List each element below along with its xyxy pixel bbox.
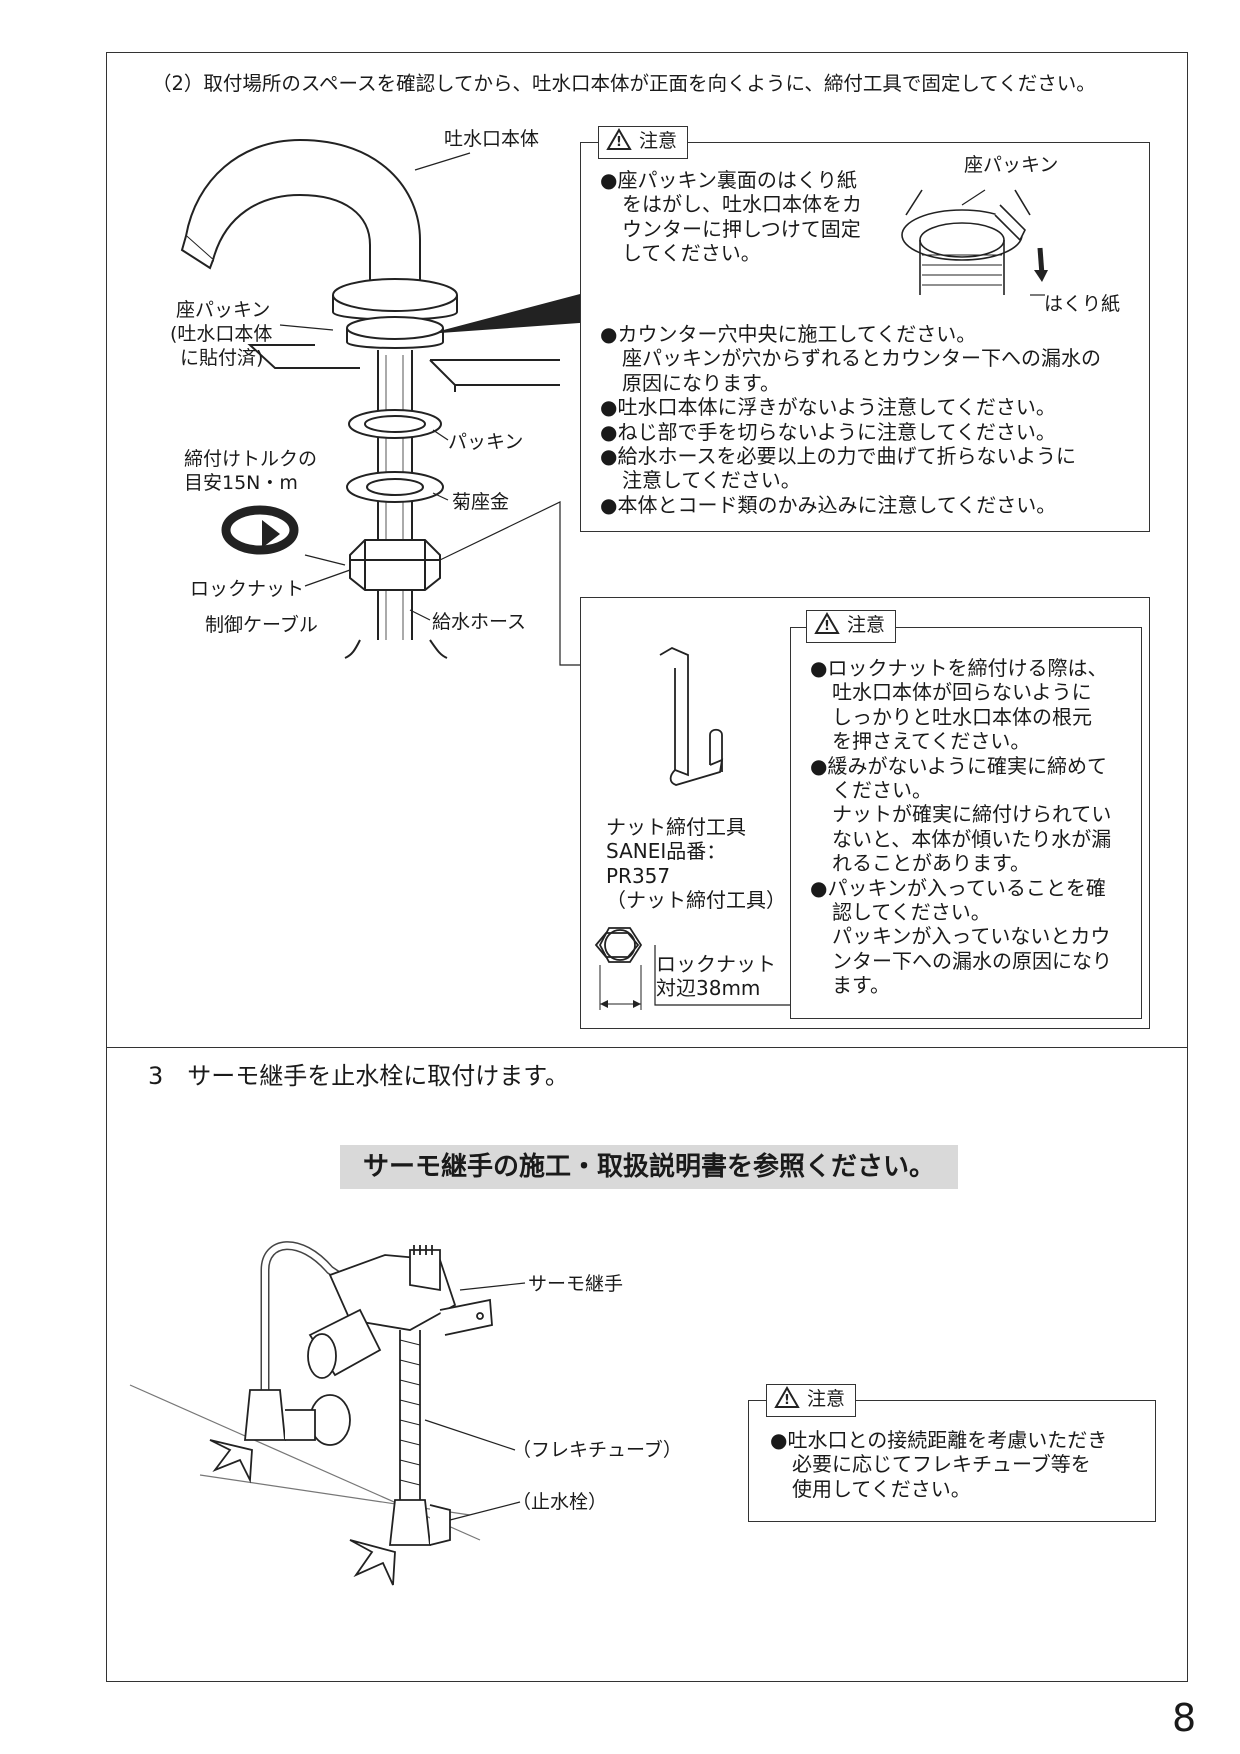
- label-torque-2: 目安15N・m: [184, 472, 298, 494]
- caution1-line: ●給水ホースを必要以上の力で曲げて折らないように: [600, 444, 1077, 469]
- label-stop-valve: （止水栓）: [512, 1491, 608, 1513]
- caution1-line: 座パッキンが穴からずれるとカウンター下への漏水の: [622, 346, 1101, 371]
- caution2-line: 認してください。: [832, 900, 991, 925]
- caution2-line: ナットが確実に締付けられてい: [832, 802, 1112, 827]
- warning-triangle-icon: !: [606, 128, 632, 158]
- tool-line: ナット締付工具: [606, 815, 746, 839]
- warning-triangle-icon: !: [774, 1386, 800, 1416]
- caution3-text: ●吐水口との接続距離を考慮いただき 必要に応じてフレキチューブ等を 使用してくだ…: [770, 1428, 1107, 1501]
- caution-box-3: [748, 1400, 1156, 1522]
- caution1-bottom-text: ●カウンター穴中央に施工してください。 座パッキンが穴からずれるとカウンター下へ…: [600, 322, 1101, 517]
- caution1-line: してください。: [622, 241, 761, 266]
- caution2-line: ンター下への漏水の原因になり: [832, 948, 1112, 973]
- caution-box-2: [790, 627, 1142, 1019]
- caution2-line: ●緩みがないように確実に締めて: [810, 753, 1108, 778]
- section-divider: [106, 1047, 1188, 1048]
- caution2-line: ないと、本体が傾いたり水が漏: [832, 826, 1112, 851]
- caution-tag-3-label: 注意: [807, 1388, 846, 1410]
- label-kikuzagane: 菊座金: [452, 491, 510, 513]
- tool-line: （ナット締付工具）: [606, 888, 786, 913]
- nut-label-line: ロックナット: [656, 952, 776, 976]
- label-seat-packing-2: (吐水口本体: [170, 323, 273, 345]
- caution-tag-1-label: 注意: [639, 130, 678, 152]
- label-torque-1: 締付けトルクの: [184, 448, 318, 470]
- caution-tag-1: ! 注意: [598, 126, 689, 159]
- caution2-line: ●パッキンが入っていることを確: [810, 875, 1106, 900]
- caution1-top-text: ●座パッキン裏面のはくり紙 をはがし、吐水口本体をカ ウンターに押しつけて固定 …: [600, 168, 862, 266]
- caution3-line: 必要に応じてフレキチューブ等を: [792, 1452, 1091, 1477]
- caution1-line: 原因になります。: [622, 370, 780, 395]
- caution-tag-2: ! 注意: [806, 610, 897, 643]
- tool-line: SANEI品番：: [606, 839, 727, 864]
- caution1-line: ●ねじ部で手を切らないように注意してください。: [600, 419, 1056, 444]
- label-cable: 制御ケーブル: [205, 614, 318, 636]
- inset-label-seat-packing: 座パッキン: [964, 154, 1059, 176]
- caution1-line: 注意してください。: [622, 468, 801, 493]
- label-seat-packing-3: に貼付済): [180, 347, 264, 369]
- reference-banner: サーモ継手の施工・取扱説明書を参照ください。: [340, 1145, 958, 1189]
- label-hose: 給水ホース: [432, 611, 527, 633]
- nut-size-label: ロックナット 対辺38mm: [656, 952, 776, 1001]
- seat-packing-inset-drawing: [901, 189, 1048, 296]
- caution2-line: パッキンが入っていないとカウ: [832, 924, 1111, 949]
- caution2-line: ます。: [832, 973, 890, 998]
- svg-text:!: !: [784, 1393, 790, 1408]
- caution1-line: ●カウンター穴中央に施工してください。: [600, 322, 977, 346]
- label-spout: 吐水口本体: [444, 128, 540, 150]
- svg-text:!: !: [824, 619, 830, 634]
- step3-heading: 3 サーモ継手を止水栓に取付けます。: [148, 1062, 569, 1090]
- caution-tag-2-label: 注意: [847, 614, 886, 636]
- caution1-line: をはがし、吐水口本体をカ: [622, 192, 862, 217]
- caution1-line: ●本体とコード類のかみ込みに注意してください。: [600, 492, 1057, 517]
- label-flexi-tube: （フレキチューブ）: [512, 1439, 682, 1461]
- caution2-line: を押さえてください。: [832, 729, 1031, 754]
- nut-label-line: 対辺38mm: [656, 976, 761, 1001]
- caution2-line: ください。: [832, 778, 932, 803]
- thermo-joint-diagram: [129, 1241, 526, 1586]
- caution1-line: ウンターに押しつけて固定: [622, 216, 861, 241]
- inset-label-release-paper: はくり紙: [1044, 293, 1121, 315]
- caution2-text: ●ロックナットを締付ける際は、 吐水口本体が回らないように しっかりと吐水口本体…: [810, 656, 1112, 998]
- caution-tag-3: ! 注意: [766, 1384, 857, 1417]
- svg-text:!: !: [616, 135, 622, 150]
- label-seat-packing-1: 座パッキン: [176, 299, 271, 321]
- page-number: 8: [1172, 1696, 1197, 1740]
- caution1-line: ●吐水口本体に浮きがないよう注意してください。: [600, 395, 1056, 420]
- label-thermo-joint: サーモ継手: [528, 1273, 624, 1295]
- label-locknut: ロックナット: [190, 578, 305, 600]
- caution1-line: ●座パッキン裏面のはくり紙: [600, 168, 857, 192]
- caution2-line: 吐水口本体が回らないように: [832, 680, 1092, 705]
- page-frame: [106, 52, 1188, 1682]
- tool-line: PR357: [606, 863, 671, 888]
- label-packing: パッキン: [448, 431, 524, 453]
- caution3-line: ●吐水口との接続距離を考慮いただき: [770, 1428, 1108, 1452]
- caution3-line: 使用してください。: [792, 1476, 971, 1501]
- warning-triangle-icon: !: [814, 612, 840, 642]
- tool-description: ナット締付工具 SANEI品番： PR357 （ナット締付工具）: [606, 815, 786, 913]
- caution2-line: しっかりと吐水口本体の根元: [832, 704, 1092, 729]
- step2-instruction: （2）取付場所のスペースを確認してから、吐水口本体が正面を向くように、締付工具で…: [152, 72, 1096, 95]
- caution-box-1: [580, 142, 1150, 532]
- faucet-assembly-diagram: [180, 138, 581, 666]
- caution2-line: れることがあります。: [832, 851, 1030, 876]
- caution2-line: ●ロックナットを締付ける際は、: [810, 656, 1108, 680]
- nut-tool-drawing: [594, 646, 790, 1010]
